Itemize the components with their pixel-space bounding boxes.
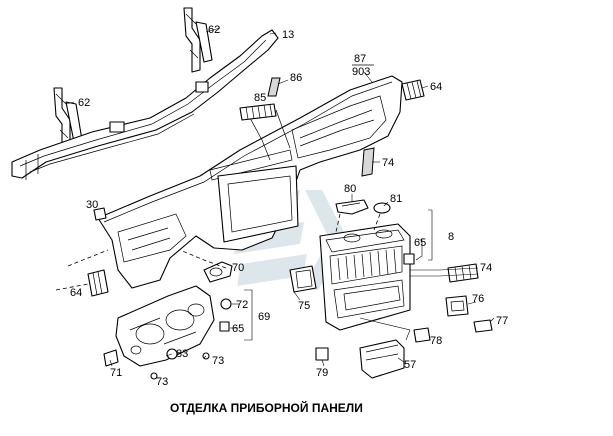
part-73-washer-b <box>150 372 158 380</box>
center-console <box>319 223 411 331</box>
label-74-upper: 74 <box>382 157 394 169</box>
label-62-lower: 62 <box>78 97 90 109</box>
support-bracket-lower <box>53 87 83 153</box>
label-64-lower: 64 <box>70 287 82 299</box>
diagram-caption: ОТДЕЛКА ПРИБОРНОЙ ПАНЕЛИ <box>170 400 363 415</box>
label-30: 30 <box>86 199 98 211</box>
label-69: 69 <box>258 311 270 323</box>
label-75: 75 <box>298 300 310 312</box>
part-65-upper-square <box>403 253 415 265</box>
label-73-upper: 73 <box>212 355 224 367</box>
part-72-knob <box>220 298 232 310</box>
dashboard-panel <box>97 75 403 289</box>
part-74-upper-strip <box>361 147 375 177</box>
part-30-clip <box>93 207 107 221</box>
part-70-socket <box>203 261 233 283</box>
label-65-upper: 65 <box>414 237 426 249</box>
label-57: 57 <box>404 359 416 371</box>
label-13: 13 <box>282 29 294 41</box>
cross-beam <box>11 29 279 180</box>
part-78-plate <box>413 327 431 343</box>
part-76-panel <box>445 295 469 317</box>
label-80: 80 <box>344 183 356 195</box>
part-57-box <box>359 339 405 379</box>
label-62-upper: 62 <box>208 24 220 36</box>
label-83: 83 <box>176 348 188 360</box>
label-77: 77 <box>496 315 508 327</box>
instrument-cluster <box>115 285 215 367</box>
part-64-upper-vent <box>401 79 425 101</box>
label-87: 87 <box>354 53 366 65</box>
support-bracket-upper <box>183 7 213 73</box>
part-77-plate <box>473 319 493 333</box>
part-75-block <box>289 265 317 293</box>
part-79-plate <box>315 347 329 361</box>
label-73-lower: 73 <box>156 376 168 388</box>
leader-lines <box>55 27 495 367</box>
label-79: 79 <box>316 367 328 379</box>
label-65-lower: 65 <box>232 323 244 335</box>
label-8: 8 <box>448 231 454 243</box>
part-74-lower-vent <box>447 263 479 283</box>
label-81: 81 <box>390 193 402 205</box>
label-86: 86 <box>290 72 302 84</box>
part-64-lower-vent <box>87 269 109 297</box>
part-71-clip <box>103 349 119 367</box>
part-85-vent <box>239 103 277 121</box>
label-64-upper: 64 <box>430 81 442 93</box>
part-65-lower-square <box>219 321 230 332</box>
part-80-cover <box>335 199 369 215</box>
label-85: 85 <box>254 92 266 104</box>
part-86-strip <box>267 77 281 97</box>
label-74-lower: 74 <box>480 262 492 274</box>
label-76: 76 <box>472 293 484 305</box>
label-78: 78 <box>430 335 442 347</box>
label-70: 70 <box>232 262 244 274</box>
label-71: 71 <box>110 367 122 379</box>
label-903: 903 <box>352 66 370 78</box>
part-81-knob <box>373 202 391 214</box>
label-72: 72 <box>236 299 248 311</box>
